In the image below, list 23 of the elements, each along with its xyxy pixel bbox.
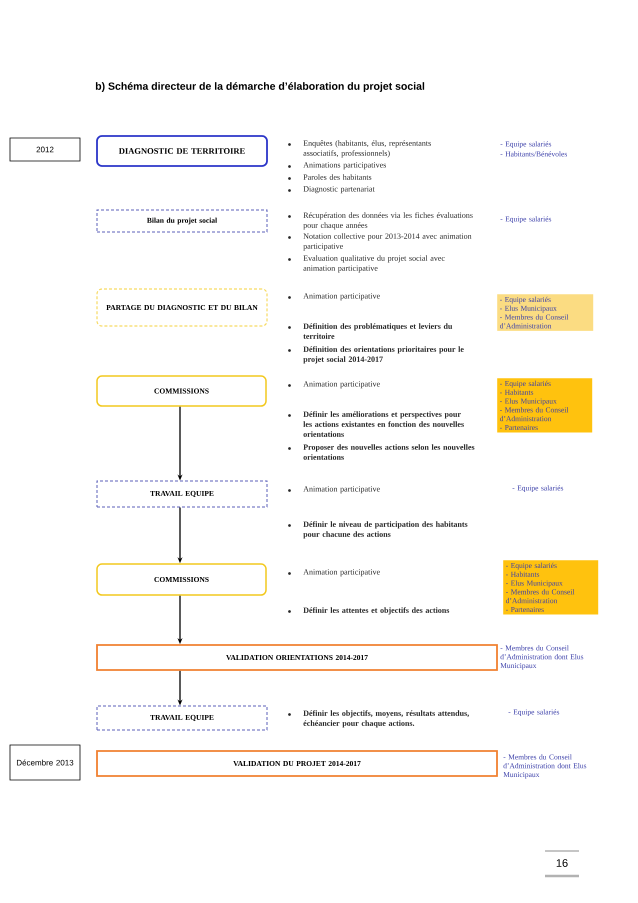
date-box: Décembre 2013	[10, 744, 80, 780]
page-number: 16	[556, 859, 568, 867]
bullet-item: Evaluation qualitative du projet social avec animation participative	[288, 255, 445, 272]
bullet-item: Diagnostic partenariat	[288, 186, 375, 194]
bullet-item: Enquêtes (habitants, élus, représentants associatifs, professionnels)	[288, 140, 431, 158]
bullet-item: Animation participative	[288, 293, 380, 300]
bullet-item: Définition des problématiques et leviers du territoire	[288, 323, 452, 339]
bullet-item: Définir les attentes et objectifs des actions	[288, 607, 450, 615]
bullet-item: Récupération des données via les fiches évaluations pour chaque années	[288, 212, 473, 230]
bullet-item: Définition des orientations prioritaires pour le projet social 2014-2017	[288, 346, 464, 364]
bullet-item: Animations participatives	[288, 162, 386, 170]
bullet-item: Paroles des habitants	[288, 174, 372, 180]
bullet-item: Définir les objectifs, moyens, résultats attendus, échéancier pour chaque actions.	[288, 710, 469, 728]
bullet-item: Animation participative	[288, 486, 380, 494]
date-box: 2012	[10, 138, 80, 162]
bullet-item: Animation participative	[288, 381, 380, 388]
bullet-item: Animation participative	[288, 569, 380, 576]
bullet-item: Proposer des nouvelles actions selon les nouvelles orientations	[288, 444, 474, 460]
bullet-item: Définir le niveau de participation des habitants pour chacune des actions	[288, 521, 468, 539]
bullet-item: Définir les améliorations et perspectives pour les actions existantes en fonction des nouvelles orientations	[288, 411, 464, 437]
bullet-item: Notation collective pour 2013-2014 avec animation participative	[288, 233, 472, 250]
process-box: DIAGNOSTIC DE TERRITOIRE	[96, 135, 268, 167]
title: b) Schéma directeur de la démarche d’élaboration du projet social	[96, 82, 424, 92]
